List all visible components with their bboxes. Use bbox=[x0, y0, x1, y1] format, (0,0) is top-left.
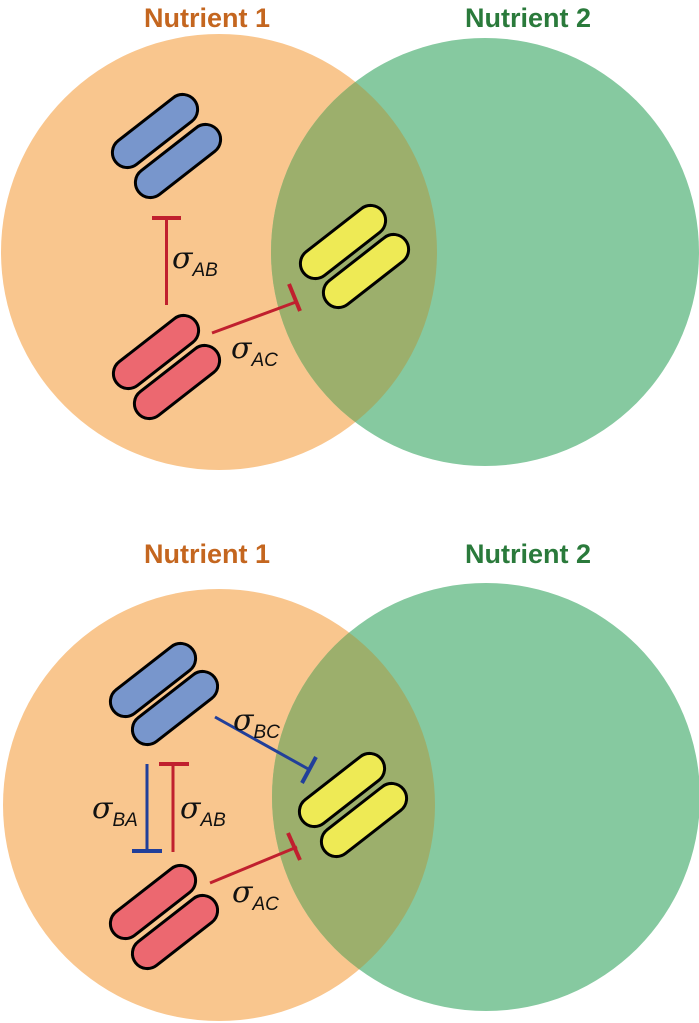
sigma-ab-label: σAB bbox=[172, 241, 218, 281]
inhibition-ba-arrow bbox=[132, 764, 162, 853]
sigma-bc-label: σBC bbox=[233, 703, 280, 743]
inhibition-ab-arrow bbox=[159, 762, 189, 852]
species-a-cells bbox=[108, 863, 220, 971]
nutrient1-title: Nutrient 1 bbox=[144, 539, 270, 569]
species-c-cells bbox=[298, 203, 411, 310]
sigma-ba-label: σBA bbox=[92, 791, 138, 831]
species-c-cells bbox=[297, 751, 409, 859]
sigma-ab-label: σAB bbox=[180, 791, 226, 831]
inhibition-ac-arrow bbox=[209, 832, 302, 885]
species-a-cells bbox=[111, 313, 222, 421]
inhibition-ac-arrow bbox=[211, 283, 302, 335]
sigma-ac-label: σAC bbox=[232, 875, 279, 915]
nutrient2-title: Nutrient 2 bbox=[465, 539, 591, 569]
sigma-ac-label: σAC bbox=[231, 331, 278, 371]
panel-top: Nutrient 1 Nutrient 2 σAB σAC bbox=[1, 3, 699, 470]
nutrient1-title: Nutrient 1 bbox=[144, 3, 270, 33]
species-b-cells bbox=[108, 641, 220, 747]
overlap-region bbox=[271, 38, 437, 466]
overlap-region bbox=[272, 589, 435, 1011]
nutrient2-title: Nutrient 2 bbox=[465, 3, 591, 33]
species-b-cells bbox=[110, 92, 223, 200]
panel-bottom: Nutrient 1 Nutrient 2 σBC σBA σAB bbox=[3, 539, 699, 1021]
inhibition-bc-arrow bbox=[214, 715, 318, 784]
inhibition-ab-arrow bbox=[152, 216, 181, 305]
